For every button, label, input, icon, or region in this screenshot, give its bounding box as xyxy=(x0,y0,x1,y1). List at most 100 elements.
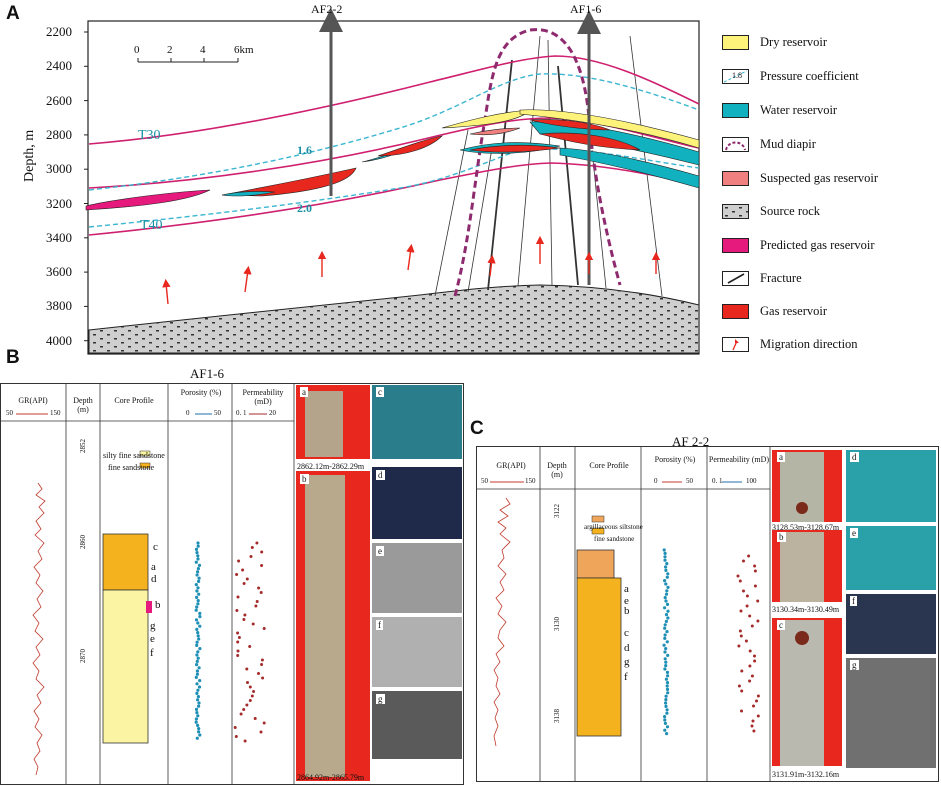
well-b-header-perm: Permeability (mD) xyxy=(242,388,284,406)
log-point xyxy=(260,658,264,662)
well-label-af1-6: AF1-6 xyxy=(570,2,602,16)
well-b-gr-curve xyxy=(32,482,46,776)
log-point xyxy=(245,577,249,581)
log-point xyxy=(750,724,754,728)
well-b-log xyxy=(0,383,462,785)
log-point xyxy=(261,676,265,680)
log-point xyxy=(664,660,668,664)
log-point xyxy=(196,541,200,545)
log-point xyxy=(740,689,744,693)
log-point xyxy=(663,728,667,732)
well-b-photo-d-label: d xyxy=(376,470,385,480)
log-point xyxy=(663,558,667,562)
well-c-perm-min: 0. 1 xyxy=(712,477,723,485)
legend-pressure-coefficient: 1.8 Pressure coefficient xyxy=(722,66,859,86)
y-tick-label: 3200 xyxy=(46,195,72,211)
log-point xyxy=(195,653,199,657)
log-point xyxy=(197,685,202,689)
mud-diapir-icon xyxy=(722,136,749,152)
log-point xyxy=(665,589,669,593)
log-point xyxy=(246,681,249,684)
log-point xyxy=(197,730,201,734)
log-point xyxy=(248,645,252,648)
legend-migration-direction: Migration direction xyxy=(722,334,858,354)
log-point xyxy=(197,576,201,580)
log-point xyxy=(742,589,745,593)
log-point xyxy=(665,711,669,715)
well-c-log-frame xyxy=(476,446,939,782)
log-point xyxy=(664,704,668,708)
well-b-gr-max: 150 xyxy=(50,409,61,417)
scale-tick-6: 6km xyxy=(234,44,254,56)
legend-water-reservoir: Water reservoir xyxy=(722,100,837,120)
y-tick-label: 2600 xyxy=(46,92,72,108)
well-c-gr-min: 50 xyxy=(481,477,488,485)
well-c-depth-3130: 3130 xyxy=(553,617,561,631)
log-point xyxy=(236,649,240,653)
scale-bar xyxy=(137,58,239,63)
log-point xyxy=(234,735,238,738)
well-c-siltstone xyxy=(576,549,615,579)
legend-label: Pressure coefficient xyxy=(760,68,859,83)
well-b-sample-d: d xyxy=(151,573,157,585)
log-point xyxy=(196,567,200,571)
log-point xyxy=(262,721,266,725)
log-point xyxy=(197,727,201,731)
well-c-sample-g: g xyxy=(624,656,630,668)
y-tick-label: 3400 xyxy=(46,229,72,245)
log-point xyxy=(745,604,749,608)
log-point xyxy=(664,698,668,702)
well-b-photo-a-caption: 2862.12m-2862.29m xyxy=(297,462,365,471)
log-point xyxy=(663,667,667,671)
log-point xyxy=(666,674,670,678)
log-point xyxy=(197,701,201,705)
log-point xyxy=(756,599,760,603)
log-point xyxy=(257,586,261,590)
log-point xyxy=(257,672,260,675)
well-c-photo-b-caption: 3130.34m-3130.49m xyxy=(772,605,840,614)
log-point xyxy=(664,619,668,623)
log-point xyxy=(194,618,199,622)
log-point xyxy=(665,575,669,579)
log-point xyxy=(243,739,247,743)
scale-tick-0: 0 xyxy=(134,44,140,56)
log-point xyxy=(249,555,253,558)
well-c-gr-curve xyxy=(493,497,511,747)
log-point xyxy=(665,562,669,566)
log-point xyxy=(664,613,669,617)
log-point xyxy=(198,615,202,619)
log-point xyxy=(194,608,198,612)
log-point xyxy=(197,704,201,708)
well-c-fine-sandstone xyxy=(576,577,622,737)
well-b-photo-g-label: g xyxy=(376,694,385,704)
y-ticks xyxy=(84,31,88,342)
log-point xyxy=(738,629,742,633)
legend-label: Gas reservoir xyxy=(760,303,827,318)
well-c-lith-label-1: argillaceous siltstone xyxy=(584,523,643,531)
log-point xyxy=(663,555,667,559)
log-point xyxy=(665,681,670,685)
pressure-symbol-text: 1.8 xyxy=(732,70,742,80)
legend-label: Suspected gas reservoir xyxy=(760,170,879,185)
log-point xyxy=(666,616,670,620)
log-point xyxy=(255,600,259,603)
log-point xyxy=(663,623,667,627)
log-point xyxy=(195,682,199,686)
y-tick-label: 3000 xyxy=(46,161,72,177)
log-point xyxy=(195,595,199,599)
y-axis-label: Depth, m xyxy=(22,129,37,182)
log-point xyxy=(663,721,667,725)
log-point xyxy=(259,730,263,734)
log-point xyxy=(198,647,202,651)
well-b-fine-sandstone xyxy=(102,589,149,744)
log-point xyxy=(236,640,240,644)
log-point xyxy=(664,568,668,572)
log-point xyxy=(663,551,667,555)
log-point xyxy=(750,624,754,628)
log-point xyxy=(665,670,670,674)
log-point xyxy=(243,613,247,617)
well-c-perm-max: 100 xyxy=(746,477,757,485)
log-point xyxy=(251,622,255,626)
log-point xyxy=(252,690,256,693)
y-tick-label: 2400 xyxy=(46,58,72,74)
